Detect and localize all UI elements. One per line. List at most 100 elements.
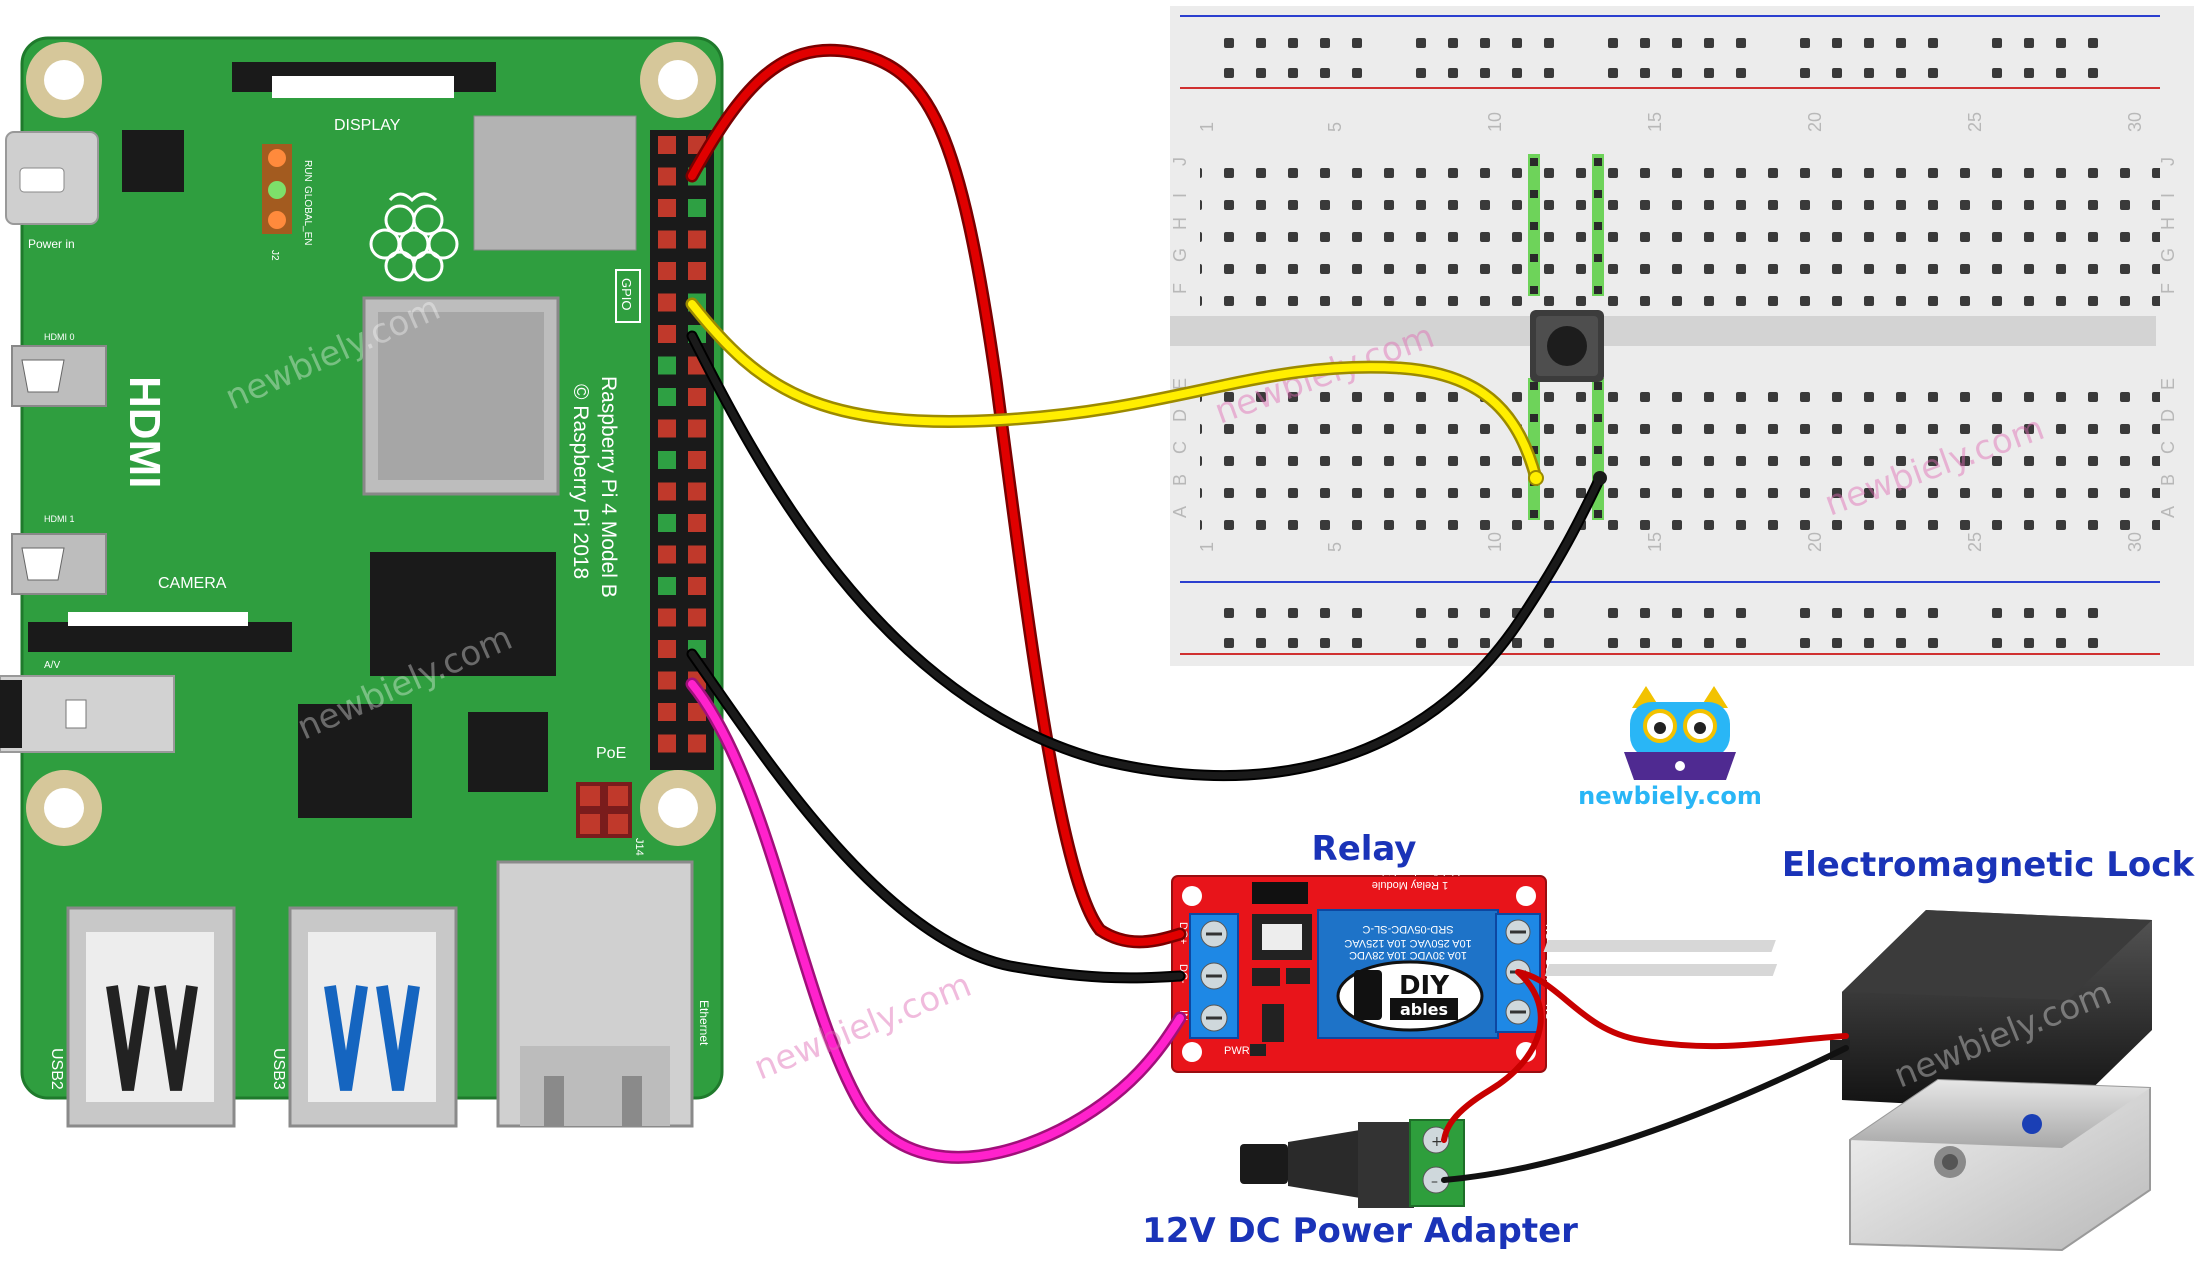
- breadboard-row-letter: I: [1170, 193, 1190, 198]
- breadboard-column-number: 1: [1197, 122, 1217, 132]
- breadboard-row-letter: J: [2158, 157, 2178, 166]
- global-en-led: [268, 181, 286, 199]
- gpio-pin: [658, 262, 676, 280]
- breadboard-row-letter: C: [1170, 441, 1190, 454]
- gpio-pin: [658, 703, 676, 721]
- breadboard-row-letter: A: [2158, 506, 2178, 518]
- model-label: Raspberry Pi 4 Model B: [597, 376, 620, 598]
- gpio-pin: [658, 608, 676, 627]
- newbiely-owl-logo: [1624, 686, 1736, 780]
- relay-rating-1: 10A 250VAC 10A 125VAC: [1344, 937, 1471, 949]
- j2-label: J2: [269, 250, 280, 261]
- camera-label: CAMERA: [158, 575, 227, 592]
- gpio-pin: [658, 167, 676, 186]
- gpio-pin: [658, 230, 676, 249]
- power-in-label: Power in: [28, 237, 75, 251]
- breadboard-column-number: 1: [1197, 542, 1217, 552]
- usb3-port: [288, 906, 458, 1128]
- dc-power-adapter: + –: [1240, 1119, 1465, 1208]
- red-adapter-wire: [1441, 969, 1544, 1143]
- breadboard-column-number: 20: [1805, 112, 1825, 132]
- raspberry-pi-board: DISPLAY Power in RUN GLOBAL_EN J2 GPIO R: [0, 36, 724, 1128]
- breadboard-column-number: 25: [1965, 532, 1985, 552]
- breadboard-column-number: 5: [1325, 542, 1345, 552]
- gpio-pin: [688, 514, 706, 532]
- usb3-label: USB3: [270, 1048, 287, 1090]
- breadboard-row-letter: B: [2158, 474, 2178, 486]
- svg-text:–: –: [1431, 1174, 1438, 1190]
- j2-led: [268, 211, 286, 229]
- diyables-logo-top: DIY: [1399, 971, 1450, 1001]
- breadboard-column-number: 15: [1645, 112, 1665, 132]
- gpio-pin: [658, 577, 676, 595]
- push-button[interactable]: [1530, 310, 1604, 382]
- red-lock-wire: [1515, 969, 1849, 1050]
- run-led: [268, 149, 286, 167]
- av-label: A/V: [44, 660, 60, 671]
- gpio-pin: [658, 640, 676, 658]
- hdmi0-label: HDMI 0: [44, 332, 75, 342]
- relay-trigger-text: high/low level trigger: [1360, 865, 1461, 877]
- breadboard-row-letter: I: [2158, 193, 2178, 198]
- gpio-pin: [658, 356, 676, 375]
- black-lock-wire: [1441, 1045, 1849, 1183]
- j14-label: J14: [633, 838, 645, 856]
- gpio-label: GPIO: [619, 278, 634, 311]
- breadboard-row-letter: A: [1170, 506, 1190, 518]
- breadboard-row-letter: D: [2158, 409, 2178, 422]
- wires: [685, 43, 1849, 1183]
- hdmi-label: HDMI: [120, 376, 169, 488]
- electromagnetic-lock: newbiely.com: [1543, 910, 2152, 1252]
- breadboard-row-letter: J: [1170, 157, 1190, 166]
- gpio-pin: [688, 577, 706, 595]
- relay-label: Relay: [1312, 829, 1417, 869]
- breadboard-column-number: 30: [2125, 532, 2145, 552]
- gpio-pin: [688, 388, 706, 406]
- gpio-pin: [688, 608, 706, 627]
- relay-header-text: 1 Relay Module: [1372, 879, 1448, 891]
- relay-pin-no: NO: [1543, 1004, 1555, 1021]
- poe-label: PoE: [596, 745, 626, 762]
- brand-label: newbiely.com: [1578, 782, 1762, 810]
- breadboard-row-letter: H: [2158, 217, 2178, 230]
- gpio-pin: [658, 325, 676, 343]
- breadboard-row-letter: C: [2158, 441, 2178, 454]
- relay-part-number: SRD-05VDC-SL-C: [1362, 923, 1453, 935]
- breadboard-column-number: 30: [2125, 112, 2145, 132]
- usb2-port: [66, 906, 236, 1128]
- breadboard-row-letter: H: [1170, 217, 1190, 230]
- breadboard-row-letter: E: [2158, 378, 2178, 390]
- adapter-label: 12V DC Power Adapter: [1142, 1211, 1578, 1251]
- lock-label: Electromagnetic Lock: [1782, 845, 2196, 885]
- copyright-label: © Raspberry Pi 2018: [569, 384, 592, 579]
- diyables-logo-bottom: ables: [1400, 1000, 1448, 1019]
- breadboard-column-number: 10: [1485, 112, 1505, 132]
- gpio-pin: [658, 419, 676, 438]
- breadboard-row-letter: B: [1170, 474, 1190, 486]
- gpio-pin: [658, 293, 676, 312]
- breadboard-column-number: 15: [1645, 532, 1665, 552]
- poe-header: [576, 782, 632, 838]
- watermark-wires: newbiely.com: [748, 965, 977, 1088]
- hdmi1-label: HDMI 1: [44, 514, 75, 524]
- gpio-pin: [658, 388, 676, 406]
- breadboard-row-letter: G: [1170, 248, 1190, 262]
- gpio-pin: [658, 482, 676, 501]
- raspberry-logo: [369, 192, 459, 282]
- breadboard-row-letter: F: [1170, 283, 1190, 294]
- run-label: RUN: [302, 160, 313, 182]
- gpio-pin: [658, 734, 676, 753]
- gpio-pin: [688, 419, 706, 438]
- breadboard-column-number: 5: [1325, 122, 1345, 132]
- gpio-pin: [688, 545, 706, 564]
- breadboard-row-letter: F: [2158, 283, 2178, 294]
- red-5v-wire: [685, 43, 1187, 949]
- breadboard-column-number: 25: [1965, 112, 1985, 132]
- breadboard-column-number: 10: [1485, 532, 1505, 552]
- breadboard-column-number: 20: [1805, 532, 1825, 552]
- relay-pin-nc: NC: [1543, 924, 1555, 940]
- gpio-pin: [688, 451, 706, 469]
- display-label: DISPLAY: [334, 117, 401, 134]
- gpio-pin: [658, 451, 676, 469]
- gpio-pin: [688, 199, 706, 217]
